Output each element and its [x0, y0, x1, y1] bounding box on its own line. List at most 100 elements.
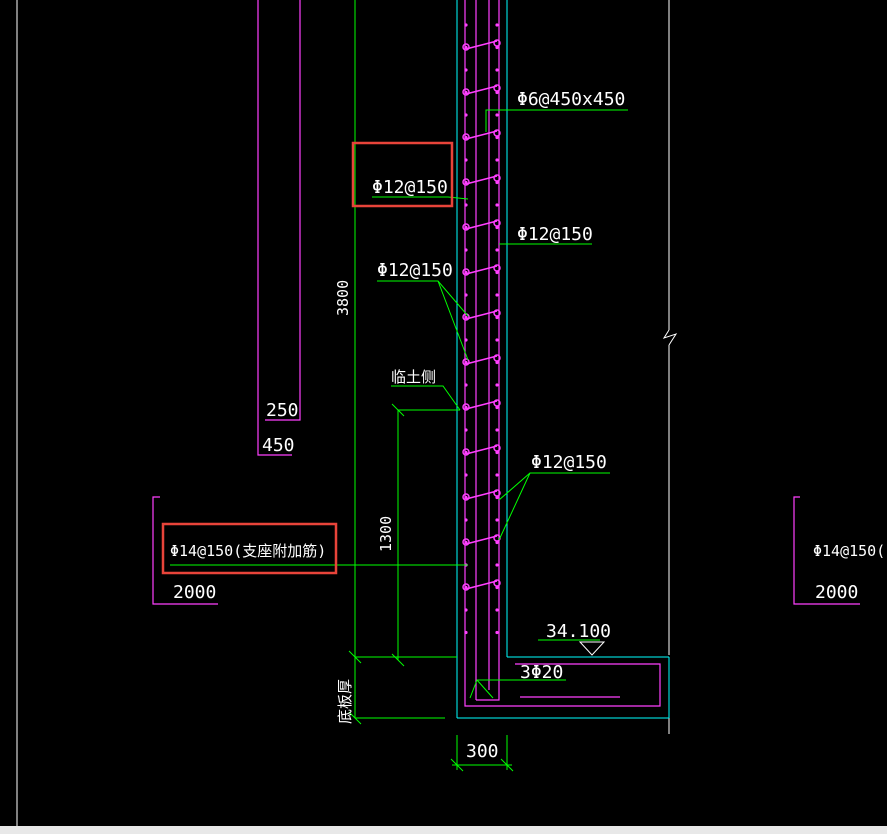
rebar-dot — [464, 203, 468, 207]
slab-thickness-label: 底板厚 — [336, 679, 354, 724]
highlight-box-support — [161, 522, 338, 575]
support-rebar-label-right: Φ14@150( — [813, 542, 885, 560]
rebar-dot — [495, 518, 499, 522]
rebar-dot — [464, 248, 468, 252]
stirrup-label: Φ6@450x450 — [517, 89, 625, 110]
elevation-label: 34.100 — [546, 621, 611, 642]
lower-right-rebar-label: Φ12@150 — [531, 452, 607, 473]
stirrup-hook — [465, 445, 498, 455]
rebar-dot — [464, 270, 468, 275]
hook-end — [462, 133, 470, 141]
dim-3800: 3800 — [334, 280, 352, 316]
rebar-dot — [464, 113, 468, 117]
rebar-dot — [464, 428, 468, 432]
rebar-dot — [495, 315, 499, 320]
rebar-dot — [495, 90, 499, 95]
stirrup-hook — [465, 220, 498, 230]
stirrup-hook — [465, 580, 498, 590]
left-rebar-label: Φ12@150 — [377, 260, 453, 281]
rebar-dot — [464, 158, 468, 162]
rebar-dot — [464, 225, 468, 230]
hook-end — [462, 223, 470, 231]
rebar-dots — [464, 23, 499, 635]
hook-end — [462, 538, 470, 546]
rebar-dot — [495, 158, 499, 162]
stirrup-hook — [465, 400, 498, 410]
hook-end — [462, 43, 470, 51]
dim-300: 300 — [466, 741, 499, 762]
rebar-dot — [495, 203, 499, 207]
rebar-dot — [464, 518, 468, 522]
hook-end — [462, 448, 470, 456]
dim-2000-left: 2000 — [173, 582, 216, 603]
rebar-dot — [464, 68, 468, 72]
rebar-dot — [495, 23, 499, 27]
hook-end — [462, 268, 470, 276]
rebar-dot — [464, 473, 468, 477]
rebar-dot — [495, 630, 499, 635]
frame-lines — [16, 0, 678, 826]
rebar-dot — [495, 450, 499, 455]
rebar-dot — [495, 293, 499, 297]
wall-rebar — [152, 0, 860, 707]
rebar-dot — [495, 113, 499, 117]
rebar-dot — [495, 270, 499, 275]
rebar-dot — [495, 608, 499, 612]
rebar-dot — [464, 23, 468, 27]
highlight-box-rebar — [351, 141, 454, 208]
dim-1300: 1300 — [377, 516, 395, 552]
rebar-dot — [464, 405, 468, 410]
stirrup-hook — [465, 85, 498, 95]
hook-end — [462, 583, 470, 591]
hook-end — [462, 403, 470, 411]
support-rebar-label: Φ14@150(支座附加筋) — [170, 542, 326, 560]
stirrup-hook — [465, 490, 498, 500]
rebar-dot — [495, 68, 499, 72]
hook-end — [462, 88, 470, 96]
rebar-dot — [495, 248, 499, 252]
stirrup-hook — [465, 265, 498, 275]
rebar-dot — [464, 608, 468, 612]
rebar-dot — [495, 338, 499, 342]
rebar-dot — [495, 45, 499, 50]
rebar-dot — [495, 225, 499, 230]
rebar-dot — [464, 293, 468, 297]
right-rebar-label: Φ12@150 — [517, 224, 593, 245]
hook-end — [462, 358, 470, 366]
bottom-bars-label: 3Φ20 — [520, 662, 563, 683]
dim-450: 450 — [262, 435, 295, 456]
rebar-dot — [495, 405, 499, 410]
rebar-dot — [495, 428, 499, 432]
rebar-dot — [464, 90, 468, 95]
dim-2000-right: 2000 — [815, 582, 858, 603]
rebar-dot — [495, 180, 499, 185]
soil-side-label: 临土侧 — [391, 368, 436, 386]
rebar-dot — [495, 563, 499, 567]
elevation-marker — [578, 641, 606, 656]
hook-end — [462, 178, 470, 186]
stirrup-hook — [465, 40, 498, 50]
rebar-dot — [464, 45, 468, 50]
rebar-dot — [495, 360, 499, 365]
rebar-dot — [495, 495, 499, 500]
rebar-dot — [464, 450, 468, 455]
stirrup-hooks — [462, 39, 501, 591]
stirrup-hook — [465, 310, 498, 320]
rebar-dot — [495, 585, 499, 590]
rebar-dot — [464, 495, 468, 500]
rebar-dot — [495, 540, 499, 545]
rebar-dot — [464, 540, 468, 545]
rebar-dot — [464, 383, 468, 387]
stirrup-hook — [465, 130, 498, 140]
rebar-dot — [464, 360, 468, 365]
rebar-dot — [495, 383, 499, 387]
stirrup-hook — [465, 535, 498, 545]
dim-250: 250 — [266, 400, 299, 421]
rebar-dot — [464, 585, 468, 590]
rebar-dot — [464, 135, 468, 140]
rebar-dot — [495, 135, 499, 140]
rebar-dot — [464, 630, 468, 635]
leader-lines — [170, 0, 628, 772]
boxed-rebar-label: Φ12@150 — [372, 177, 448, 198]
